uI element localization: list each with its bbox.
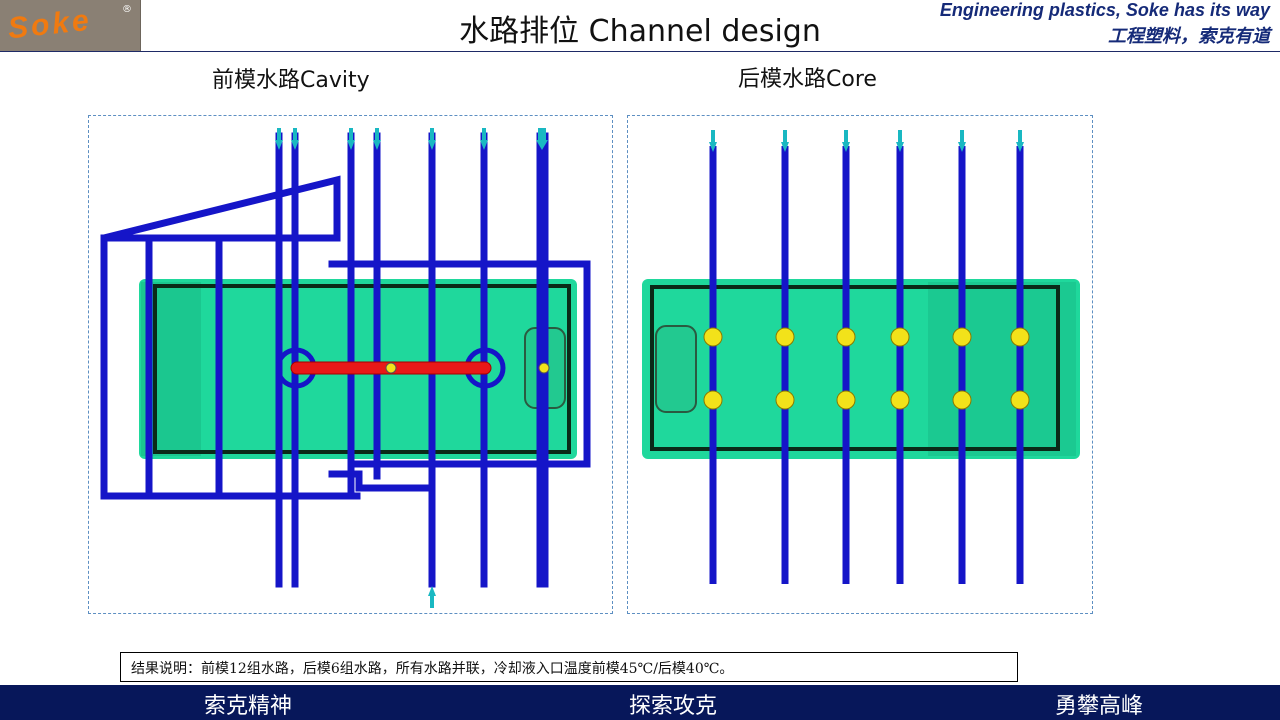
cavity-title: 前模水路Cavity xyxy=(212,68,370,93)
result-text: 结果说明：前模12组水路，后模6组水路，所有水路并联，冷却液入口温度前模45℃/… xyxy=(131,661,734,677)
cavity-channel-diagram xyxy=(88,115,613,614)
slogan-chinese: 工程塑料，索克有道 xyxy=(1108,26,1270,47)
slogan-english: Engineering plastics, Soke has its way xyxy=(939,0,1270,20)
result-explanation: 结果说明：前模12组水路，后模6组水路，所有水路并联，冷却液入口温度前模45℃/… xyxy=(120,652,1018,682)
core-inlet-arrows xyxy=(709,130,1024,152)
core-baffle-markers xyxy=(703,327,1030,410)
core-title: 后模水路Core xyxy=(738,67,877,92)
core-part-inner-edge xyxy=(650,285,1060,451)
cavity-inlet-arrows xyxy=(275,128,548,150)
slide-title: 水路排位 Channel design xyxy=(459,14,821,49)
core-part-pocket xyxy=(655,325,697,413)
core-channel-diagram xyxy=(627,115,1093,614)
footer-right-text: 勇攀高峰 xyxy=(1055,694,1144,719)
footer-left-text: 索克精神 xyxy=(204,694,293,719)
core-drawing xyxy=(642,130,1080,584)
core-part-shade xyxy=(928,282,1076,456)
cavity-center-marker xyxy=(385,362,397,374)
logo-registered-mark: ® xyxy=(122,4,132,15)
header-divider xyxy=(0,51,1280,52)
cavity-pocket-marker xyxy=(538,362,550,374)
footer-bar: 索克精神 探索攻克 勇攀高峰 xyxy=(0,685,1280,720)
cavity-part-inner-edge xyxy=(153,284,571,454)
core-channels xyxy=(709,146,1024,584)
company-logo: Soke ® xyxy=(0,0,141,52)
cavity-bottom-inlet-arrow xyxy=(428,586,436,608)
footer-center-text: 探索攻克 xyxy=(629,694,718,719)
cavity-drawing xyxy=(100,128,591,608)
